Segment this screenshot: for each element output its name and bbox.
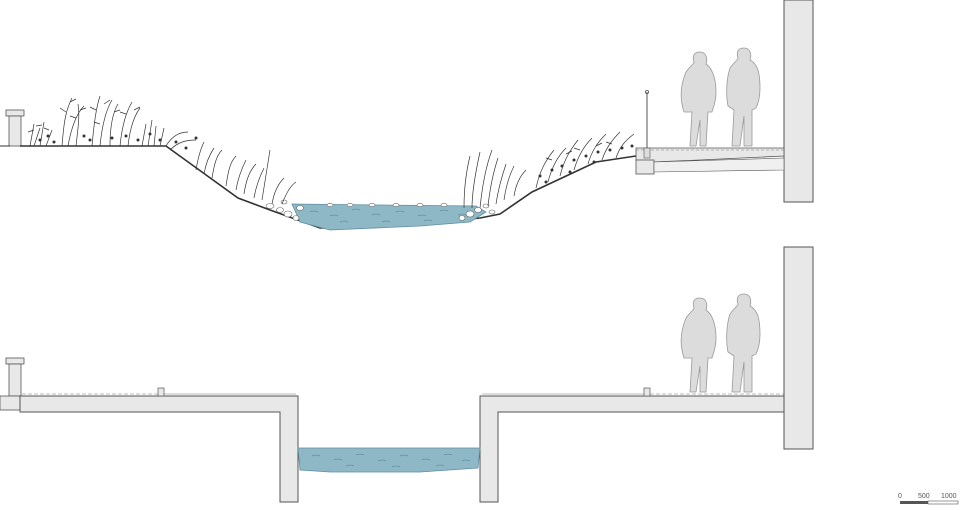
right-retaining-wall-lower [783, 246, 814, 450]
left-post [0, 109, 25, 147]
scale-label-500: 500 [918, 493, 930, 500]
water-ripples [309, 208, 467, 223]
scale-bar: 0 500 1000 [898, 493, 959, 505]
boardwalk-deck [635, 147, 785, 175]
left-bank-leaf-clusters [38, 132, 198, 150]
section-concrete-channel [0, 246, 814, 503]
right-bank-leaf-clusters [538, 144, 634, 184]
scale-label-0: 0 [898, 493, 902, 500]
left-bank-vegetation [27, 95, 197, 151]
riverbed-stones [265, 199, 496, 221]
curb-right [643, 387, 651, 397]
right-slope-reeds [463, 149, 527, 209]
channel-structure-left [19, 395, 299, 503]
scale-label-1000: 1000 [941, 493, 957, 500]
channel-structure-right [479, 395, 785, 503]
pond-water [291, 203, 487, 231]
right-bank-vegetation [535, 131, 635, 189]
curb-left [157, 387, 165, 397]
railing-post [643, 90, 651, 159]
left-slope-reeds [195, 141, 297, 205]
channel-water [297, 447, 481, 473]
channel-water-ripples [311, 453, 471, 468]
pedestrian-figures [680, 47, 761, 147]
right-retaining-wall [783, 0, 814, 203]
left-post-lower [0, 357, 25, 411]
section-naturalized-bank [0, 0, 814, 231]
pedestrian-figures-lower [680, 293, 761, 393]
